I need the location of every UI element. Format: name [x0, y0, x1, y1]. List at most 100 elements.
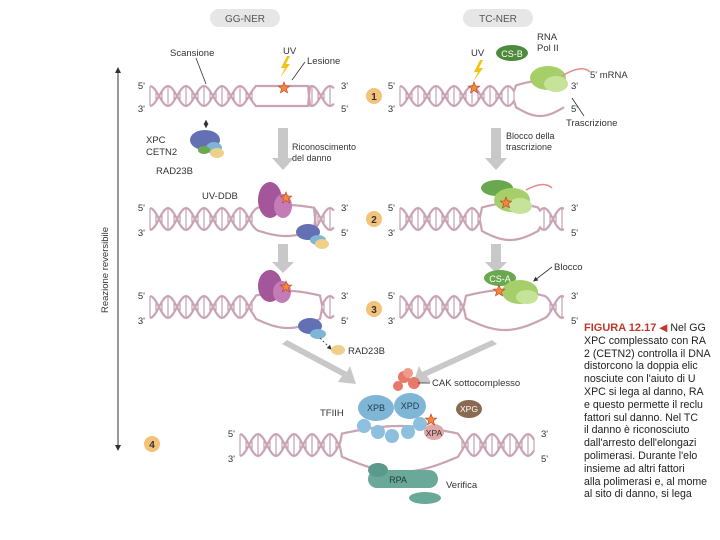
lesion-star-icon-2 — [279, 191, 293, 204]
svg-text:CS-A: CS-A — [489, 274, 511, 284]
caption-line: fattori sul danno. Nel TC — [584, 411, 699, 424]
lesion-star-icon-tc-2 — [499, 196, 513, 209]
scansione-pointer — [195, 57, 207, 85]
svg-text:2: 2 — [371, 215, 377, 226]
xpc-complex-bound — [296, 224, 329, 249]
dna-step1-tc: 5'3'3'5' — [388, 79, 578, 118]
header-gg-ner: GG-NER — [210, 9, 280, 27]
caption-line: polimerasi. Durante l'elo — [584, 449, 698, 462]
dna-step1-gg: 5'3'3'5' — [138, 81, 348, 115]
svg-text:CS-B: CS-B — [501, 49, 523, 59]
step-badge-3: 3 — [366, 301, 382, 317]
lesion-star-icon-3 — [279, 280, 293, 293]
xpg-protein: XPG — [456, 400, 482, 418]
trascrizione-pointer — [571, 97, 585, 117]
dna-step3-tc: 5'3'3'5' — [388, 288, 578, 332]
dna-end-label: 5' — [341, 228, 348, 239]
svg-text:XPA: XPA — [426, 428, 443, 438]
dna-end-label: 5' — [571, 104, 578, 115]
dna-end-label: 3' — [341, 203, 348, 214]
dna-end-label: 5' — [138, 291, 145, 302]
dna-strand-top — [149, 289, 335, 320]
blocco-label: Blocco — [554, 262, 583, 273]
pol2-label: Pol II — [537, 43, 559, 54]
dna-strand-bottom — [399, 84, 565, 118]
dna-end-label: 3' — [571, 203, 578, 214]
uv-label-tc: UV — [471, 48, 485, 59]
svg-text:4: 4 — [149, 440, 155, 451]
mrna-label: 5' mRNA — [590, 70, 628, 81]
caption-line: XPC si lega al danno, RA — [584, 385, 704, 398]
rpa-protein: RPA — [368, 463, 441, 504]
caption-line: 2 (CETN2) controlla il DNA — [584, 347, 711, 360]
blocco-trascrizione-label-2: trascrizione — [506, 142, 552, 152]
dna-strand-bottom — [399, 294, 565, 332]
step-badge-2: 2 — [366, 211, 382, 227]
caption-line: distorcono la doppia elic — [584, 360, 698, 373]
xpc-complex — [190, 130, 224, 158]
dna-step2-tc: 5' 3' 3' 5' — [388, 201, 578, 242]
csa-protein: CS-A — [484, 270, 538, 304]
dna-strand-bottom — [399, 206, 565, 242]
svg-text:GG-NER: GG-NER — [225, 14, 265, 25]
lesion-star-icon-tc-3 — [492, 284, 506, 297]
trascrizione-label: Trascrizione — [566, 118, 617, 129]
dna-end-label: 5' — [138, 81, 145, 92]
uv-bolt-icon — [280, 56, 290, 78]
lesion-star-icon — [277, 81, 291, 94]
uv-bolt-icon-tc — [473, 60, 483, 82]
caption-arrow-icon: ◀ — [656, 322, 668, 334]
rad23b-release — [319, 337, 345, 355]
caption-line: al sito di danno, si lega — [584, 488, 692, 501]
svg-text:RPA: RPA — [389, 475, 407, 485]
dna-strand-top — [149, 203, 335, 232]
svg-text:3: 3 — [371, 305, 377, 316]
dna-end-label: 3' — [571, 81, 578, 92]
dna-end-label: 5' — [571, 228, 578, 239]
dna-end-label: 3' — [388, 228, 395, 239]
dna-end-label: 3' — [388, 316, 395, 327]
caption-line: nosciute con l'aiuto di U — [584, 373, 696, 386]
caption-line: alla polimerasi e, al mome — [584, 475, 708, 488]
svg-text:XPD: XPD — [401, 401, 420, 411]
blocco-pointer — [533, 266, 553, 282]
caption-line: Nel GG — [667, 322, 706, 334]
step-badge-1: 1 — [366, 88, 382, 104]
step-badge-4: 4 — [144, 436, 160, 452]
dna-end-label: 5' — [388, 203, 395, 214]
caption-heading: FIGURA 12.17 — [584, 322, 657, 334]
uv-label: UV — [283, 46, 297, 57]
tfiih-label: TFIIH — [320, 408, 344, 419]
dna-strand-top — [239, 424, 535, 458]
dna-end-label: 3' — [138, 104, 145, 115]
lesion-star-icon-tc — [467, 81, 481, 94]
dna-end-label: 5' — [228, 429, 235, 440]
dna-end-label: 5' — [388, 81, 395, 92]
header-tc-ner: TC-NER — [463, 9, 533, 27]
caption-line: il danno è riconosciuto — [584, 424, 690, 437]
dna-end-label: 3' — [571, 291, 578, 302]
svg-text:1: 1 — [371, 92, 377, 103]
dna-end-label: 3' — [341, 291, 348, 302]
dna-end-label: 5' — [138, 203, 145, 214]
caption-line: insieme ad altri fattori — [584, 462, 685, 475]
rna-pol2-protein — [530, 66, 591, 92]
pol2-with-csb — [481, 180, 553, 214]
dna-end-label: 5' — [341, 316, 348, 327]
dna-end-label: 5' — [388, 291, 395, 302]
dna-strand-top — [149, 84, 335, 108]
csb-protein: CS-B — [496, 45, 528, 61]
riconoscimento-label-1: Riconoscimento — [292, 142, 356, 152]
cak-subcomplex — [393, 368, 420, 391]
lesion-pointer — [291, 61, 306, 81]
xpa-protein: XPA — [424, 424, 444, 440]
svg-text:XPG: XPG — [460, 404, 478, 414]
svg-text:TC-NER: TC-NER — [479, 14, 517, 25]
blocco-trascrizione-label-1: Blocco della — [506, 131, 555, 141]
scansione-label: Scansione — [170, 48, 214, 59]
rad23b-label-2: RAD23B — [348, 346, 385, 357]
dna-layer: 5'3'3'5'5'3'3'5'5'3'3'5'5'3'3'5'5'3'3'5'… — [138, 79, 578, 474]
dna-end-label: 5' — [541, 454, 548, 465]
lesion-label: Lesione — [307, 56, 340, 67]
